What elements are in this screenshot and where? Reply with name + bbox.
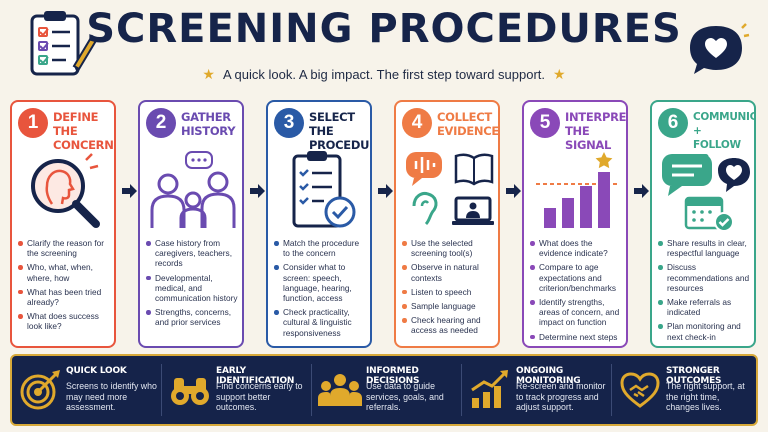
magnifier-head-icon	[31, 153, 100, 228]
list-item: What does success look like?	[18, 311, 110, 331]
step-number: 4	[402, 108, 432, 138]
target-icon	[20, 370, 60, 410]
list-item: What has been tried already?	[18, 287, 110, 307]
step-number: 3	[274, 108, 304, 138]
divider	[311, 364, 312, 416]
arrow-right-icon	[506, 184, 521, 198]
step-number: 1	[18, 108, 48, 138]
step-title: DEFINE THE CONCERN	[53, 110, 114, 152]
benefit-title: QUICK LOOK	[66, 366, 127, 376]
step-card-evidence: 4 COLLECT EVIDENCE Use the selected scre…	[394, 100, 500, 348]
benefit-title: STRONGER OUTCOMES	[666, 366, 722, 386]
list-item: Strengths, concerns, and prior services	[146, 307, 238, 327]
step-bullets: Case history from caregivers, teachers, …	[146, 238, 238, 332]
evidence-icons	[406, 152, 494, 226]
step-number: 6	[658, 108, 688, 138]
benefit-ongoing-monitoring: ONGOING MONITORING Re-screen and monitor…	[462, 356, 610, 424]
list-item: Clarify the reason for the screening	[18, 238, 110, 258]
step-header: 3 SELECT THE PROCEDURE	[274, 108, 370, 152]
binoculars-icon	[171, 378, 209, 405]
step-card-communicate: 6 COMMUNICATE + FOLLOW UP Share results …	[650, 100, 756, 348]
step-card-interpret: 5 INTERPRET THE SIGNAL What does the evi…	[522, 100, 628, 348]
step-card-define: 1 DEFINE THE CONCERN Clarify the reason …	[10, 100, 116, 348]
checklist-icon	[292, 151, 356, 228]
arrow-right-icon	[122, 184, 137, 198]
benefit-title: ONGOING MONITORING	[516, 366, 581, 386]
step-header: 2 GATHER HISTORY	[146, 108, 238, 146]
benefit-early-identification: EARLY IDENTIFICATION Find concerns early…	[162, 356, 310, 424]
step-card-select: 3 SELECT THE PROCEDURE Match the procedu…	[266, 100, 372, 348]
benefit-desc: The right support, at the right time, ch…	[666, 381, 745, 412]
benefit-desc: Find concerns early to support better ou…	[216, 381, 303, 412]
benefit-title: EARLY IDENTIFICATION	[216, 366, 295, 386]
step-header: 5 INTERPRET THE SIGNAL	[530, 108, 626, 152]
list-item: Listen to speech	[402, 287, 494, 297]
step-bullets: Match the procedure to the concern Consi…	[274, 238, 366, 342]
list-item: Identify strengths, areas of concern, an…	[530, 297, 622, 328]
benefit-informed-decisions: INFORMED DECISIONS Use data to guide ser…	[312, 356, 460, 424]
step-title: INTERPRET THE SIGNAL	[565, 110, 628, 152]
list-item: Consider what to screen: speech, languag…	[274, 262, 366, 303]
arrow-right-icon	[378, 184, 393, 198]
bar-chart-icon	[536, 152, 620, 228]
list-item: Match the procedure to the concern	[274, 238, 366, 258]
step-number: 5	[530, 108, 560, 138]
list-item: Case history from caregivers, teachers, …	[146, 238, 238, 269]
list-item: Make referrals as indicated	[658, 297, 750, 317]
arrow-right-icon	[634, 184, 649, 198]
steps-row: 1 DEFINE THE CONCERN Clarify the reason …	[10, 100, 758, 348]
step-header: 6 COMMUNICATE + FOLLOW UP	[658, 108, 754, 165]
list-item: Discuss recommendations and resources	[658, 262, 750, 293]
step-title: GATHER HISTORY	[181, 110, 236, 138]
arrow-right-icon	[250, 184, 265, 198]
benefit-desc: Re-screen and monitor to track progress …	[516, 381, 606, 412]
step-title: SELECT THE PROCEDURE	[309, 110, 370, 152]
step-bullets: Use the selected screening tool(s) Obser…	[402, 238, 494, 340]
step-header: 1 DEFINE THE CONCERN	[18, 108, 114, 152]
page-title: SCREENING PROCEDURES	[86, 6, 682, 52]
clipboard-checklist-icon	[30, 11, 99, 76]
list-item: Compare to age expectations and criterio…	[530, 262, 622, 293]
step-bullets: Clarify the reason for the screening Who…	[18, 238, 110, 336]
list-item: Use the selected screening tool(s)	[402, 238, 494, 258]
step-title: COLLECT EVIDENCE	[437, 110, 499, 138]
star-icon: ★	[553, 66, 566, 82]
step-number: 2	[146, 108, 176, 138]
list-item: Check hearing and access as needed	[402, 315, 494, 335]
list-item: Developmental, medical, and communicatio…	[146, 273, 238, 304]
step-title: COMMUNICATE + FOLLOW UP	[693, 111, 756, 165]
list-item: Share results in clear, respectful langu…	[658, 238, 750, 258]
divider	[611, 364, 612, 416]
benefit-stronger-outcomes: STRONGER OUTCOMES The right support, at …	[612, 356, 756, 424]
list-item: Who, what, when, where, how	[18, 262, 110, 283]
star-icon: ★	[202, 66, 215, 82]
benefit-quick-look: QUICK LOOK Screens to identify who may n…	[12, 356, 160, 424]
step-bullets: What does the evidence indicate? Compare…	[530, 238, 622, 346]
list-item: Observe in natural contexts	[402, 262, 494, 283]
page-subtitle: ★A quick look. A big impact. The first s…	[202, 66, 566, 82]
step-header: 4 COLLECT EVIDENCE	[402, 108, 499, 146]
benefits-bar: QUICK LOOK Screens to identify who may n…	[10, 354, 758, 426]
step-card-history: 2 GATHER HISTORY Case history from careg…	[138, 100, 244, 348]
chat-calendar-icon	[662, 154, 750, 232]
divider	[461, 364, 462, 416]
benefit-desc: Screens to identify who may need more as…	[66, 381, 157, 412]
list-item: What does the evidence indicate?	[530, 238, 622, 258]
benefit-title: INFORMED DECISIONS	[366, 366, 420, 386]
divider	[161, 364, 162, 416]
list-item: Determine next steps	[530, 332, 622, 342]
step-bullets: Share results in clear, respectful langu…	[658, 238, 750, 346]
growth-chart-icon	[471, 370, 508, 408]
handshake-heart-icon	[620, 372, 660, 408]
list-item: Plan monitoring and next check-in	[658, 321, 750, 342]
benefit-desc: Use data to guide services, goals, and r…	[366, 381, 444, 412]
list-item: Check practicality, cultural & linguisti…	[274, 307, 366, 338]
people-icon	[318, 374, 362, 406]
family-icon	[150, 151, 236, 228]
chat-heart-icon	[690, 23, 750, 74]
list-item: Sample language	[402, 301, 494, 311]
